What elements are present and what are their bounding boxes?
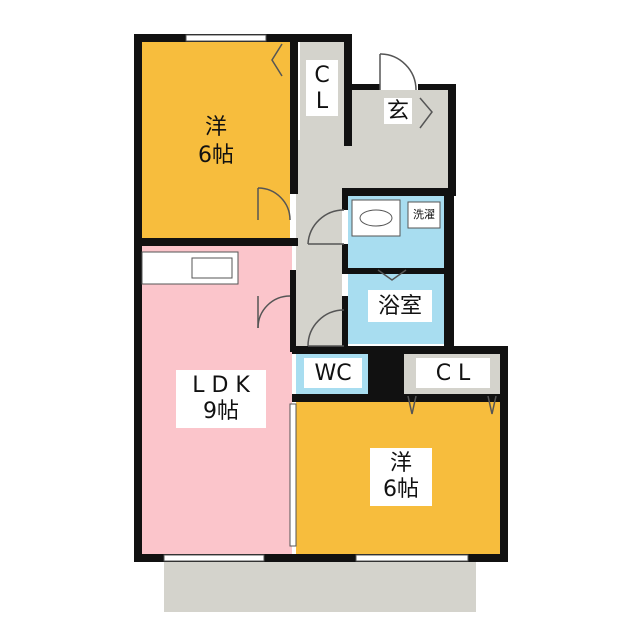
hallway-floor <box>296 140 448 190</box>
wc-label-bg <box>304 358 362 388</box>
washer-label: 洗濯 <box>413 208 435 221</box>
balcony <box>164 560 476 612</box>
closet-bottom-label: C L <box>436 361 471 386</box>
closet-top-label-bg <box>306 60 338 116</box>
hallway-vertical-floor <box>296 190 342 352</box>
washer-box <box>407 201 441 229</box>
western-room-bottom-size: 6帖 <box>383 477 419 502</box>
ldk-label-bg <box>176 370 266 428</box>
closet-bottom-label-bg <box>416 358 490 388</box>
entrance-label: 玄 <box>387 99 409 124</box>
ldk-label-size: 9帖 <box>203 399 239 424</box>
western-room-top-size: 6帖 <box>198 143 234 168</box>
western-room-bottom-label-bg <box>370 448 432 506</box>
washbasin-icon <box>359 209 393 227</box>
closet-top-label-line1: C <box>314 63 329 88</box>
western-room-bottom-type: 洋 <box>390 451 412 476</box>
windows <box>163 34 469 562</box>
western-room-top-floor <box>140 40 290 240</box>
closet-top-label-line2: L <box>316 89 329 114</box>
western-room-top-type: 洋 <box>205 115 227 140</box>
entrance-label-bg <box>384 98 412 124</box>
door-swings <box>257 43 497 415</box>
bath-label-bg <box>368 290 432 322</box>
wc-label: WC <box>314 361 351 386</box>
ldk-label-type: L D K <box>192 373 250 398</box>
bath-label: 浴室 <box>378 294 422 319</box>
kitchen-sink-icon <box>191 257 233 279</box>
